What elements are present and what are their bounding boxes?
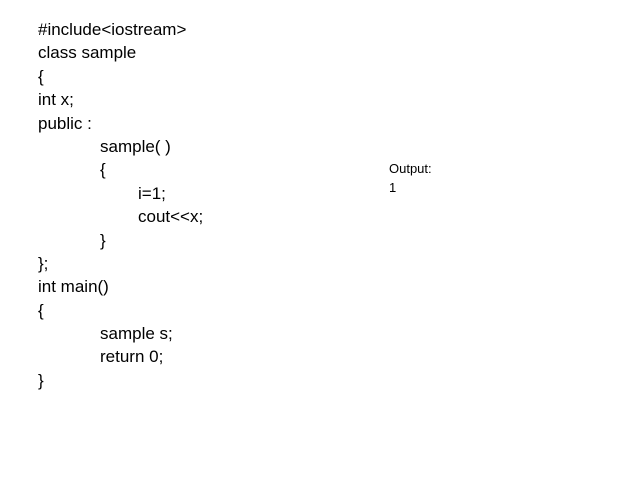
output-value: 1 [389,180,397,195]
code-line-include: #include<iostream> [38,20,187,39]
code-line-return: return 0; [100,347,164,367]
output-label: Output: [389,161,432,176]
code-line-public: public : [38,113,92,133]
code-line-constructor-open-brace: { [100,160,106,180]
code-block: #include<iostream> class sample { int x;… [38,18,203,392]
code-line-object-decl: sample s; [100,324,173,344]
code-line-cout: cout<<x; [138,207,204,227]
code-line-main-close-brace: } [38,370,44,390]
code-line-assign: i=1; [138,183,166,203]
code-line-member-var: int x; [38,90,74,110]
code-line-constructor: sample( ) [100,136,171,156]
code-line-class-decl: class sample [38,43,137,63]
code-line-class-open-brace: { [38,66,44,86]
code-line-class-close: }; [38,253,49,273]
code-line-main-decl: int main() [38,277,109,297]
code-line-constructor-close-brace: } [100,230,106,250]
output-box: Output: 1 [389,159,432,197]
code-line-main-open-brace: { [38,300,44,320]
